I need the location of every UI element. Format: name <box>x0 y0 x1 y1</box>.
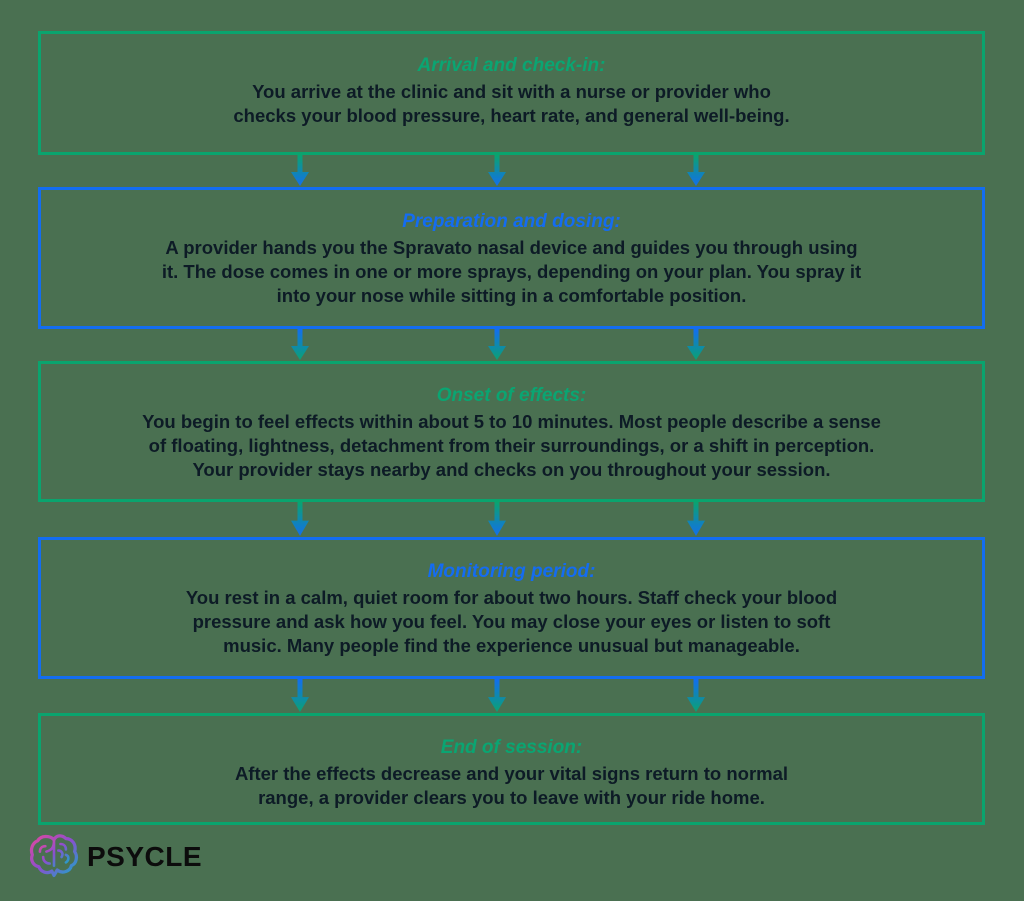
arrow-row <box>38 155 985 187</box>
arrow-down-icon <box>291 502 309 536</box>
step-title: Preparation and dosing: <box>402 211 621 232</box>
step-title: Arrival and check-in: <box>417 55 606 76</box>
step-title: Monitoring period: <box>427 561 596 582</box>
arrow-down-icon <box>687 329 705 360</box>
step-title: Onset of effects: <box>436 385 587 406</box>
step-body: A provider hands you the Spravato nasal … <box>161 237 862 306</box>
brain-icon <box>29 834 79 878</box>
arrow-row <box>38 679 985 713</box>
step-box-monitoring: Monitoring period: You rest in a calm, q… <box>38 537 985 679</box>
arrow-down-icon <box>488 155 506 186</box>
brand-name: PSYCLE <box>87 841 203 872</box>
step-box-end: End of session: After the effects decrea… <box>38 713 985 825</box>
step-box-onset: Onset of effects: You begin to feel effe… <box>38 361 985 502</box>
arrow-down-icon <box>291 329 309 360</box>
step-box-arrival: Arrival and check-in: You arrive at the … <box>38 31 985 155</box>
arrow-down-icon <box>488 329 506 360</box>
arrow-down-icon <box>291 155 309 186</box>
brand-logo: PSYCLE <box>28 833 202 881</box>
step-body: You arrive at the clinic and sit with a … <box>233 81 790 126</box>
arrow-down-icon <box>488 679 506 712</box>
arrow-down-icon <box>488 502 506 536</box>
step-body: You begin to feel effects within about 5… <box>142 411 881 480</box>
arrow-down-icon <box>687 155 705 186</box>
step-body: You rest in a calm, quiet room for about… <box>185 587 838 656</box>
arrow-down-icon <box>291 679 309 712</box>
step-title: End of session: <box>440 737 583 758</box>
arrow-row <box>38 502 985 537</box>
arrow-down-icon <box>687 502 705 536</box>
arrow-row <box>38 329 985 361</box>
step-box-preparation: Preparation and dosing: A provider hands… <box>38 187 985 329</box>
arrow-down-icon <box>687 679 705 712</box>
step-body: After the effects decrease and your vita… <box>234 763 789 808</box>
